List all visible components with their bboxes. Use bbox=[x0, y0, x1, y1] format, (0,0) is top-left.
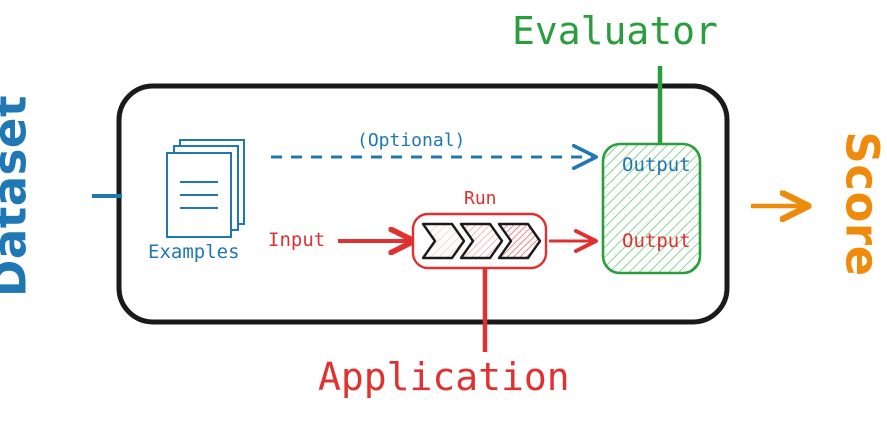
evaluator-label: Evaluator bbox=[512, 9, 718, 53]
output-box bbox=[601, 142, 702, 275]
run-chevron-1 bbox=[421, 222, 466, 260]
input-label: Input bbox=[268, 229, 326, 251]
run-chevron-3 bbox=[497, 222, 542, 260]
output-generated-label: Output bbox=[622, 230, 691, 252]
run-chevron-2 bbox=[459, 222, 504, 260]
dataset-label: Dataset bbox=[0, 95, 37, 297]
application-label: Application bbox=[318, 355, 570, 399]
output-reference-label: Output bbox=[622, 154, 691, 176]
run-label: Run bbox=[464, 188, 497, 209]
score-label: Score bbox=[835, 131, 887, 277]
examples-documents-icon bbox=[166, 139, 245, 238]
examples-label: Examples bbox=[148, 241, 240, 263]
optional-label: (Optional) bbox=[357, 130, 466, 151]
